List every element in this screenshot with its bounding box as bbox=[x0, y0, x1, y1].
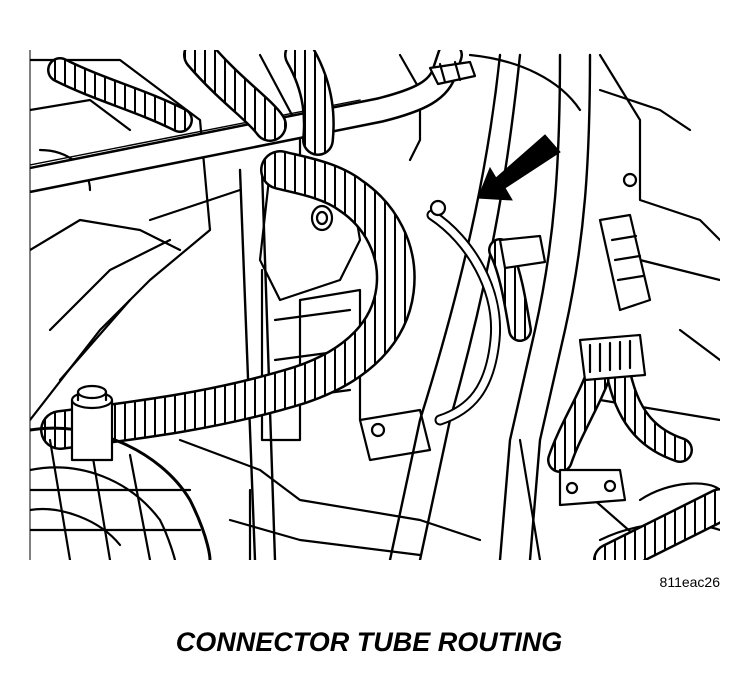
center-wiring-loom bbox=[488, 234, 547, 342]
tube-clamp bbox=[428, 60, 477, 86]
bolts bbox=[370, 172, 638, 438]
connector-tube bbox=[426, 209, 502, 426]
callout-arrow bbox=[477, 134, 561, 201]
upper-wiring-loom bbox=[47, 50, 335, 156]
lower-right-loom bbox=[593, 488, 720, 560]
main-wiring-harness bbox=[40, 150, 416, 450]
frame-rails bbox=[238, 53, 592, 560]
figure-caption: CONNECTOR TUBE ROUTING bbox=[175, 627, 563, 657]
vacuum-post bbox=[70, 384, 114, 462]
right-side-harness bbox=[547, 213, 693, 507]
figure-reference-code: 811eac26 bbox=[659, 574, 720, 590]
